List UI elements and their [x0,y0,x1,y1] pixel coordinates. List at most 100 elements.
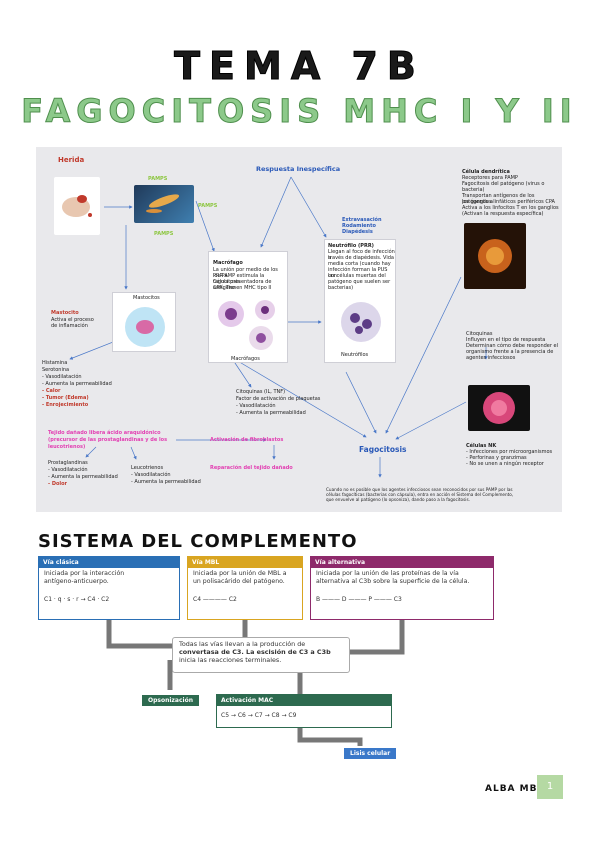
citoquinas-mid-2: Factor de activación de plaquetas [236,396,321,402]
neutrofilo-panel: Neutrófilo (PRR) Llegan al foco de infec… [324,239,396,363]
leucotrienos-2: - Vasodilatación [131,472,171,478]
dendritica-text-6: Activa a los linfocitos T en los ganglio… [462,205,559,211]
via-clasica-header: Vía clásica [39,557,179,568]
fibroblastos-label: Activación de fibroblastos [210,437,284,443]
concept-map-arrows [69,176,488,478]
dendritica-text-1: Receptores para PAMP [462,175,518,181]
extravasacion-line-2: Rodamiento [342,223,376,229]
dolor-label: - Dolor [48,481,68,487]
via-clasica-text-1: Iniciada por la interacción [44,570,125,577]
citoquinas-mid-3: - Vasodilatación [236,403,276,409]
respuesta-inespecifica-label: Respuesta Inespecífica [256,165,341,173]
neutrofilo-text-4: infección forman la PUS con [328,267,388,279]
macrofago-text-2: los PAMP estimula la fagocitosis [213,273,265,285]
leucotrienos-3: - Aumenta la permeabilidad [131,479,201,485]
pamps-label-1: PAMPS [148,176,168,182]
macrofago-title: Macrófago [213,260,243,266]
citoquinas-right-4: organismo frente a la presencia de [466,349,554,355]
histamina-line-3: - Vasodilatación [42,374,82,380]
via-mbl-header: Vía MBL [188,557,302,568]
neutrofilo-cell-image [341,302,381,342]
citoquinas-right-5: agentes infecciosos [466,355,516,361]
neutrofilo-text-5: las células muertas del [328,273,386,279]
convergencia-text-3: inicia las reacciones terminales. [179,655,282,664]
via-alternativa-chain: B ——— D ——— P ——— C3 [316,596,402,603]
macrofago-text-1: La unión por medio de los PRR a [213,267,278,279]
complemento-section-title: SISTEMA DEL COMPLEMENTO [38,531,358,552]
mastocito-cell-image [125,307,165,347]
reparacion-label: Reparación del tejido dañado [210,465,293,471]
convergencia-text-2: convertasa de C3. La escisión de C3 a C3… [179,647,331,656]
dendritica-title: Célula dendrítica [462,169,510,175]
page-number: 1 [537,775,563,799]
nk-text-2: - Perforinas y granzimas [466,455,527,461]
pamps-label-2: PAMPS [198,203,218,209]
via-alternativa-header: Vía alternativa [311,557,493,568]
dendritic-cell-image [464,223,526,289]
extravasacion-line-3: Diapédesis [342,229,373,235]
prostaglandinas-3: - Aumenta la permeabilidad [48,474,118,480]
activacion-mac-box: Activación MAC C5 → C6 → C7 → C8 → C9 [216,694,392,728]
macrofago-text-3: Célula presentadora de antígeno [213,279,272,291]
footnote-line-2: células fagocíticas (bacterias con cápsu… [326,492,514,497]
macrofago-text-4: CPA. Tienen MHC tipo II [213,285,272,291]
dendritica-text-7: (Activan la respuesta específica) [462,211,544,217]
citoquinas-right-1: Citoquinas [466,331,493,337]
macrofagos-label: Macrófagos [231,356,260,362]
bacteria-image [134,185,194,223]
nk-cell-image [468,385,530,431]
dendritica-text-4: Transportan antígenos de los patógenos a [462,193,535,205]
opsonizacion-badge: Opsonización [142,695,199,706]
histamina-red-1: - Calor [42,388,61,394]
prostaglandinas-1: Prostaglandinas [48,460,88,466]
page-subtitle: FAGOCITOSIS MHC I Y II [21,92,578,131]
convergencia-text-1: Todas las vías llevan a la producción de [179,640,306,648]
via-alternativa-box: Vía alternativa Iniciada por la unión de… [310,556,494,620]
lisis-celular-badge: Lisis celular [344,748,397,759]
nk-title: Células NK [466,443,497,449]
histamina-line-4: - Aumenta la permeabilidad [42,381,112,387]
tejido-line-1: Tejido dañado libera ácido araquidónico [48,430,161,436]
immune-response-concept-map: Herida PAMPS PAMPS PAMPS Respuesta Inesp… [36,147,562,512]
via-mbl-box: Vía MBL Iniciada por la unión de MBL a u… [187,556,303,620]
neutrofilo-text-1: Llegan al foco de infección a [328,249,395,261]
histamina-red-2: - Tumor (Edema) [42,395,89,401]
citoquinas-right-2: Influyen en el tipo de respuesta [466,337,546,343]
mastocito-text-1: Activa el proceso [51,317,94,323]
fagocitosis-label: Fagocitosis [359,445,407,454]
tejido-line-3: leucotrienos) [48,444,86,450]
dendritica-text-3: bacteria) [462,187,485,193]
citoquinas-right-3: Determinan cómo debe responder el [466,343,558,349]
via-alternativa-text-1: Iniciada por la unión de las proteínas d… [316,570,459,577]
herida-label: Herida [58,156,85,164]
histamina-red-3: - Enrojecimiento [42,402,89,408]
convergencia-box: Todas las vías llevan a la producción de… [172,637,350,673]
author-name: ALBA MB [485,784,538,794]
neutrofilo-text-7: bacterias) [328,285,354,291]
via-clasica-text-2: antígeno-anticuerpo. [44,577,109,585]
mastocito-title: Mastocito [51,310,79,316]
neutrofilo-text-2: través de diapédesis. Vida [328,255,394,261]
neutrofilo-text-3: media corta (cuando hay [328,261,391,267]
nk-text-3: - No se unen a ningún receptor [466,461,544,467]
neutrofilo-text-6: patógeno que suelen ser [328,279,391,285]
mastocito-text-2: de inflamación [51,323,88,329]
page-title: TEMA 7B [174,44,425,89]
dendritica-text-5: los ganglios linfáticos periféricos CPA [462,199,555,205]
via-clasica-box: Vía clásica Iniciada por la interacción … [38,556,180,620]
via-clasica-chain: C1 · q · s · r → C4 · C2 [44,596,110,603]
via-mbl-text-1: Iniciada por la unión de MBL a [193,570,287,577]
via-mbl-chain: C4 ———— C2 [193,596,237,603]
via-mbl-text-2: un polisacárido del patógeno. [193,577,285,585]
citoquinas-mid-4: - Aumenta la permeabilidad [236,410,306,416]
nk-text-1: - Infecciones por microorganismos [466,449,553,455]
via-alternativa-text-2: alternativa al C3b sobre la superficie d… [316,577,470,585]
tejido-line-2: (precursor de las prostaglandinas y de l… [48,437,168,443]
mastocitos-panel: Mastocitos [112,292,176,352]
mastocitos-label: Mastocitos [133,295,160,301]
pamps-label-3: PAMPS [154,231,174,237]
histamina-line-2: Serotonina [42,367,70,373]
neutrofilo-title: Neutrófilo (PRR) [328,243,374,249]
macrofago-cells-image [218,300,275,350]
leucotrienos-1: Leucotrienos [131,465,164,471]
